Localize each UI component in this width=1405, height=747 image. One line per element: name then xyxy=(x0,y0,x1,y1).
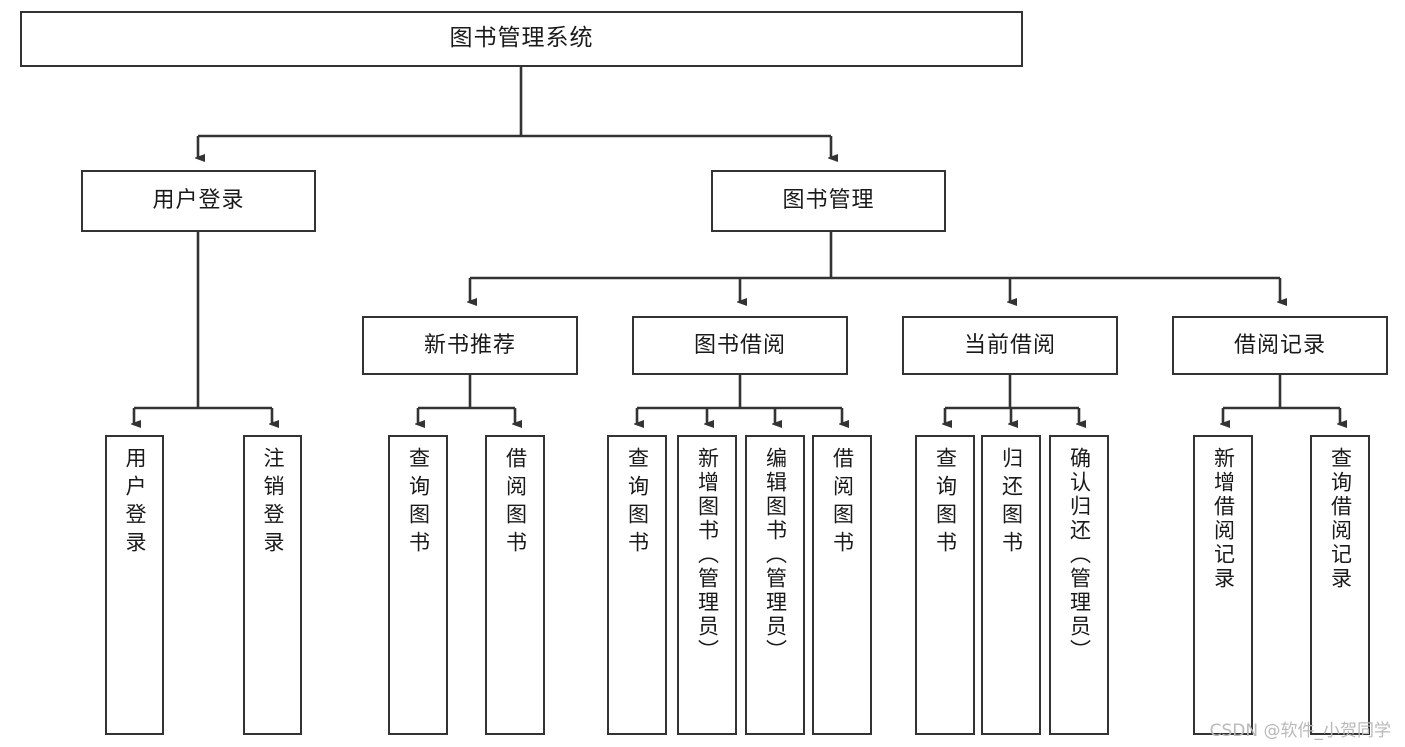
leaf-query-book-current[interactable]: 查询图书 xyxy=(915,435,975,735)
leaf-add-book-admin-label: 新增图书（管理员） xyxy=(695,447,720,663)
leaf-logout[interactable]: 注销登录 xyxy=(243,435,302,735)
node-new-book-recommend[interactable]: 新书推荐 xyxy=(362,316,578,375)
leaf-edit-book-admin[interactable]: 编辑图书（管理员） xyxy=(745,435,805,735)
leaf-query-book-borrow-label: 查询图书 xyxy=(625,447,650,559)
node-borrow-record-label: 借阅记录 xyxy=(1233,332,1326,358)
leaf-query-borrow-record-label: 查询借阅记录 xyxy=(1328,447,1353,591)
leaf-add-borrow-record-label: 新增借阅记录 xyxy=(1211,447,1236,591)
leaf-logout-label: 注销登录 xyxy=(261,447,285,559)
node-root-label: 图书管理系统 xyxy=(449,25,594,52)
leaf-user-login-label: 用户登录 xyxy=(123,447,147,559)
node-user-login[interactable]: 用户登录 xyxy=(81,170,316,232)
leaf-query-book-recommend-label: 查询图书 xyxy=(406,447,431,559)
watermark: CSDN @软件_小贺同学 xyxy=(1209,721,1391,741)
node-current-borrow[interactable]: 当前借阅 xyxy=(902,316,1118,375)
node-book-management-label: 图书管理 xyxy=(782,188,875,214)
leaf-query-book-borrow[interactable]: 查询图书 xyxy=(607,435,667,735)
leaf-confirm-return-admin-label: 确认归还（管理员） xyxy=(1067,447,1092,663)
leaf-add-borrow-record[interactable]: 新增借阅记录 xyxy=(1193,435,1253,735)
leaf-borrow-book-borrow-label: 借阅图书 xyxy=(830,447,855,559)
leaf-add-book-admin[interactable]: 新增图书（管理员） xyxy=(677,435,737,735)
leaf-return-book-label: 归还图书 xyxy=(999,447,1024,559)
leaf-query-book-recommend[interactable]: 查询图书 xyxy=(388,435,448,735)
leaf-return-book[interactable]: 归还图书 xyxy=(981,435,1041,735)
leaf-borrow-book-borrow[interactable]: 借阅图书 xyxy=(812,435,872,735)
leaf-borrow-book-recommend-label: 借阅图书 xyxy=(503,447,528,559)
leaf-borrow-book-recommend[interactable]: 借阅图书 xyxy=(485,435,545,735)
node-book-management[interactable]: 图书管理 xyxy=(711,170,946,232)
node-root[interactable]: 图书管理系统 xyxy=(20,11,1023,67)
leaf-query-book-current-label: 查询图书 xyxy=(933,447,958,559)
node-book-borrow-label: 图书借阅 xyxy=(693,332,786,358)
leaf-query-borrow-record[interactable]: 查询借阅记录 xyxy=(1310,435,1370,735)
node-new-book-recommend-label: 新书推荐 xyxy=(423,332,516,358)
node-borrow-record[interactable]: 借阅记录 xyxy=(1172,316,1388,375)
node-user-login-label: 用户登录 xyxy=(152,188,245,214)
leaf-confirm-return-admin[interactable]: 确认归还（管理员） xyxy=(1049,435,1109,735)
leaf-user-login[interactable]: 用户登录 xyxy=(105,435,164,735)
leaf-edit-book-admin-label: 编辑图书（管理员） xyxy=(763,447,788,663)
node-current-borrow-label: 当前借阅 xyxy=(963,332,1056,358)
node-book-borrow[interactable]: 图书借阅 xyxy=(632,316,848,375)
